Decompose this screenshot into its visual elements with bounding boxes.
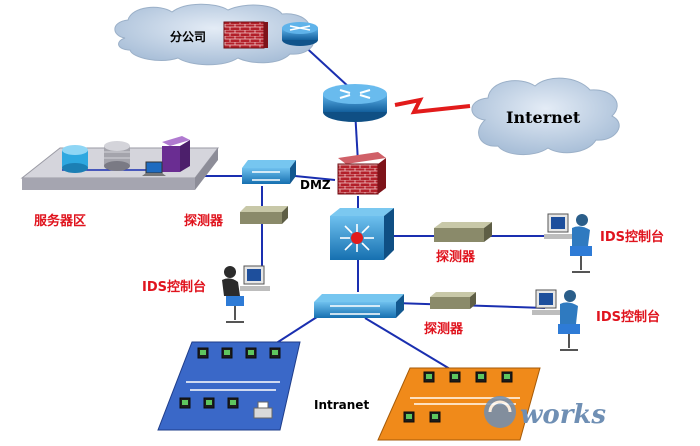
branch-label: 分公司 <box>170 30 207 44</box>
ids-console-right1-label: IDS控制台 <box>600 230 664 245</box>
ids-console-right2-icon <box>532 289 580 351</box>
intranet-lan-blue <box>157 341 301 431</box>
branch-router-icon <box>282 22 318 46</box>
watermark-logo-icon <box>484 396 516 428</box>
branch-firewall-icon <box>223 21 268 49</box>
core-switch-icon <box>330 208 394 260</box>
probe-mid2-label: 探测器 <box>424 322 464 337</box>
database-server-icon <box>62 145 88 173</box>
internet-cloud <box>471 77 620 155</box>
printer-icon <box>253 401 273 419</box>
link-access-lan2 <box>364 317 456 373</box>
dmz-label: DMZ <box>300 178 331 192</box>
access-switch-icon <box>314 294 404 318</box>
main-router-icon <box>323 84 387 122</box>
intranet-lan-orange <box>377 367 541 441</box>
probe-left-label: 探测器 <box>184 214 224 229</box>
probe-mid1-icon <box>434 222 492 242</box>
ids-console-left-icon <box>222 265 270 323</box>
link-dmzswitch-firewall <box>294 175 336 181</box>
wan-link-zigzag <box>394 97 471 115</box>
server-zone <box>20 136 220 190</box>
watermark-text: works <box>520 400 607 430</box>
probe-mid1-label: 探测器 <box>436 250 476 265</box>
internet-label: Internet <box>506 108 581 127</box>
storage-server-icon <box>104 141 130 171</box>
probe-left-icon <box>240 206 288 224</box>
intranet-label: Intranet <box>314 398 370 412</box>
server-tower-icon <box>162 136 190 172</box>
ids-console-left-label: IDS控制台 <box>142 280 206 295</box>
laptop-icon <box>142 161 166 176</box>
probe-mid2-icon <box>430 292 476 309</box>
server-zone-label: 服务器区 <box>34 214 87 229</box>
dmz-switch-icon <box>242 160 296 184</box>
ids-console-right1-icon <box>544 213 592 273</box>
dmz-firewall-icon <box>337 152 386 195</box>
ids-console-right2-label: IDS控制台 <box>596 310 660 325</box>
